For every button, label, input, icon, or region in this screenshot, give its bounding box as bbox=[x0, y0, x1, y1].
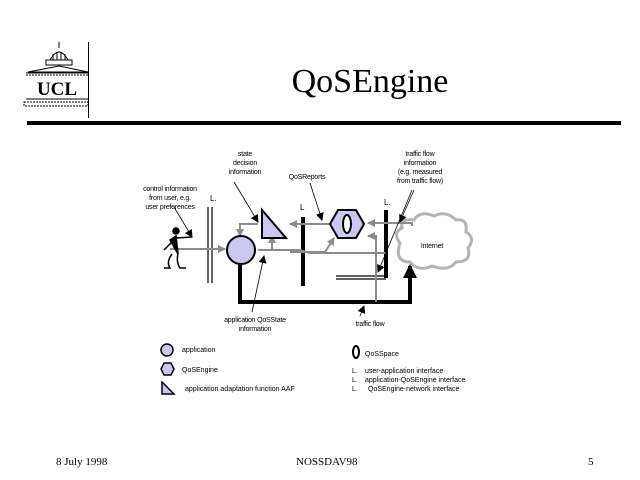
legend-item-application bbox=[160, 343, 176, 362]
title-rule bbox=[27, 121, 621, 125]
qosspace-icon bbox=[352, 345, 360, 359]
aaf-node bbox=[261, 207, 289, 239]
svg-text:UCL: UCL bbox=[37, 79, 77, 100]
interface-icon: L. bbox=[352, 368, 358, 375]
internet-cloud bbox=[395, 212, 473, 270]
footer-event: NOSSDAV98 bbox=[296, 456, 358, 468]
legend-item-aaf bbox=[160, 380, 176, 400]
traffic-flow-path bbox=[238, 258, 417, 304]
interface-icon: L. bbox=[210, 194, 217, 203]
legend-label-app-qosengine-interface: application-QoSEngine interface bbox=[365, 377, 466, 384]
interface-icon: L bbox=[300, 203, 305, 212]
user-figure bbox=[163, 227, 193, 269]
triangle-icon bbox=[161, 380, 176, 395]
control-info-label: control information from user, e.g. user… bbox=[143, 186, 197, 211]
traffic-flow-label: traffic flow bbox=[355, 321, 385, 328]
interface-icon: L. bbox=[384, 198, 391, 207]
footer-date: 8 July 1998 bbox=[56, 456, 108, 468]
legend-label-qosengine-network-interface: QoSEngine-network interface bbox=[368, 386, 460, 393]
legend-label-aaf: application adaptation function AAF bbox=[185, 386, 295, 393]
legend-label-user-app-interface: user-application interface bbox=[365, 368, 444, 375]
circle-icon bbox=[160, 343, 174, 357]
user-application-interface-bar bbox=[207, 207, 213, 283]
footer-page-number: 5 bbox=[588, 456, 594, 468]
state-decision-label: state decision information bbox=[228, 151, 262, 176]
legend-label-qosengine: QoSEngine bbox=[182, 367, 218, 374]
traffic-flow-info-label: traffic flow information (e.g. measured … bbox=[396, 151, 444, 185]
interface-icon: L. bbox=[352, 386, 358, 393]
app-qosstate-label: application QoSState information bbox=[224, 317, 286, 333]
logo-separator bbox=[88, 42, 89, 118]
slide-title: QoSEngine bbox=[291, 63, 449, 100]
legend-label-qosspace: QoSSpace bbox=[365, 351, 399, 358]
interface-icon: L. bbox=[352, 377, 358, 384]
qos-reports-label: QoSReports bbox=[288, 174, 326, 181]
application-node bbox=[226, 235, 256, 265]
legend-label-application: application bbox=[182, 347, 216, 354]
legend-item-qosspace bbox=[352, 344, 362, 365]
hexagon-icon bbox=[160, 362, 175, 376]
internet-label: Internet bbox=[420, 243, 444, 250]
qosspace-icon bbox=[342, 214, 352, 234]
legend-item-qosengine bbox=[160, 362, 176, 381]
